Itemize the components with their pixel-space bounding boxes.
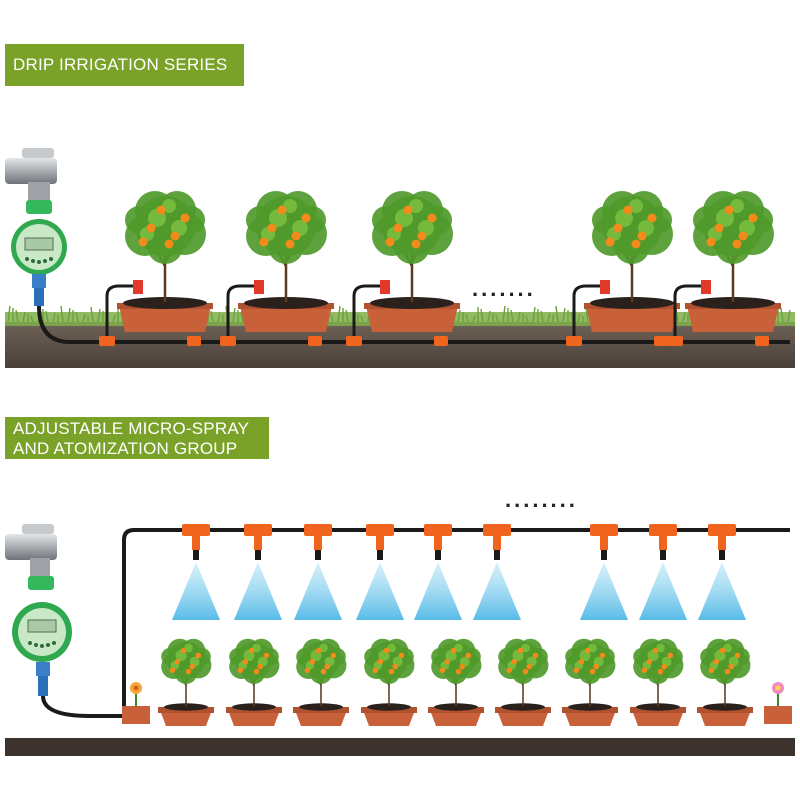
mist-spray <box>473 562 521 620</box>
drip-emitter-tube <box>226 284 256 342</box>
spray-trees <box>158 638 753 726</box>
drip-section: ....... <box>5 148 795 368</box>
potted-tree-icon <box>361 638 417 726</box>
connector-icon <box>654 336 668 346</box>
connector-icon <box>434 336 448 346</box>
micro-spray-title-line2: AND ATOMIZATION GROUP <box>13 439 238 458</box>
spray-ellipsis: ........ <box>505 487 578 512</box>
potted-tree-icon <box>117 191 213 332</box>
potted-tree-icon <box>685 191 781 332</box>
drip-ellipsis: ....... <box>472 276 536 301</box>
spray-nozzle-icon <box>234 524 282 620</box>
potted-tree-icon <box>428 638 484 726</box>
drip-main-tube <box>37 305 790 344</box>
spray-nozzle-icon <box>639 524 687 620</box>
potted-tree-icon <box>584 191 680 332</box>
drip-emitter-tube <box>105 284 135 342</box>
potted-tree-icon <box>226 638 282 726</box>
potted-tree-icon <box>697 638 753 726</box>
drip-irrigation-title-text: DRIP IRRIGATION SERIES <box>13 55 228 74</box>
tee-connector-icon <box>667 336 683 346</box>
spray-nozzle-icon <box>580 524 628 620</box>
tee-connector-icon <box>346 336 362 346</box>
tee-connector-icon <box>566 336 582 346</box>
water-timer-icon <box>11 200 67 306</box>
micro-spray-title: ADJUSTABLE MICRO-SPRAY AND ATOMIZATION G… <box>5 417 269 459</box>
spray-main-tube <box>41 528 790 718</box>
mist-spray <box>639 562 687 620</box>
tee-connector-icon <box>99 336 115 346</box>
connector-icon <box>308 336 322 346</box>
drip-irrigation-title: DRIP IRRIGATION SERIES <box>5 44 244 86</box>
spray-section: ........ <box>5 487 795 756</box>
spray-nozzles <box>172 524 746 620</box>
micro-spray-title-line1: ADJUSTABLE MICRO-SPRAY <box>13 419 250 438</box>
mist-spray <box>294 562 342 620</box>
water-timer-icon <box>12 576 72 696</box>
connector-icon <box>755 336 769 346</box>
potted-tree-icon <box>630 638 686 726</box>
drip-emitter-icon <box>254 280 264 294</box>
faucet-icon <box>5 524 57 580</box>
mist-spray <box>172 562 220 620</box>
potted-tree-icon <box>238 191 334 332</box>
drip-emitter-tube <box>352 284 382 342</box>
flower-icon <box>764 682 792 724</box>
faucet-icon <box>5 148 57 204</box>
mist-spray <box>580 562 628 620</box>
potted-tree-icon <box>364 191 460 332</box>
connector-icon <box>187 336 201 346</box>
drip-emitter-icon <box>600 280 610 294</box>
spray-ground <box>5 738 795 756</box>
spray-nozzle-icon <box>473 524 521 620</box>
spray-nozzle-icon <box>698 524 746 620</box>
drip-emitter-tube <box>572 284 602 342</box>
mist-spray <box>356 562 404 620</box>
drip-emitter-tube <box>673 284 703 342</box>
spray-nozzle-icon <box>172 524 220 620</box>
spray-nozzle-icon <box>414 524 462 620</box>
mist-spray <box>414 562 462 620</box>
drip-trees <box>99 191 781 346</box>
mist-spray <box>234 562 282 620</box>
mist-spray <box>698 562 746 620</box>
spray-nozzle-icon <box>294 524 342 620</box>
spray-nozzle-icon <box>356 524 404 620</box>
potted-tree-icon <box>158 638 214 726</box>
drip-emitter-icon <box>380 280 390 294</box>
potted-tree-icon <box>293 638 349 726</box>
drip-emitter-icon <box>701 280 711 294</box>
tee-connector-icon <box>220 336 236 346</box>
drip-emitter-icon <box>133 280 143 294</box>
potted-tree-icon <box>562 638 618 726</box>
potted-tree-icon <box>495 638 551 726</box>
flower-icon <box>122 682 150 724</box>
